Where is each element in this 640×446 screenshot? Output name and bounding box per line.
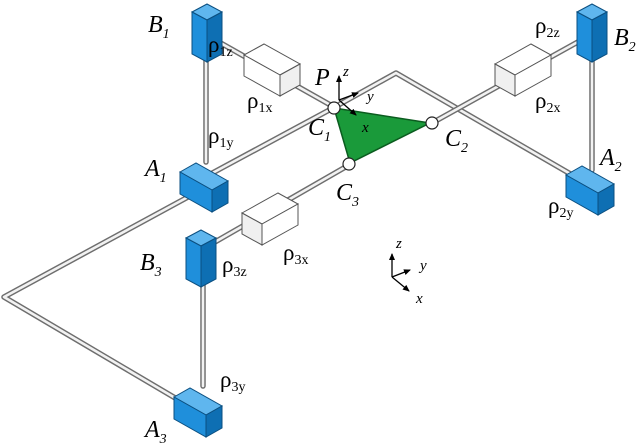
platform-y-label: y — [365, 89, 374, 105]
joint-c3-circle — [342, 157, 356, 171]
label-c1: C1 — [308, 115, 331, 145]
platform-z-label: z — [342, 64, 349, 80]
label-c3: C3 — [336, 180, 359, 210]
label-a1: A1 — [143, 156, 167, 186]
joint-c2-circle — [425, 116, 439, 130]
actuator-block-a1 — [178, 162, 230, 213]
label-b1: B1 — [148, 12, 170, 42]
actuator-block-a2 — [564, 165, 616, 216]
actuator-block-b2 — [575, 3, 609, 63]
label-a2: A2 — [598, 145, 622, 175]
label-rho-3y: ρ3y — [220, 367, 245, 395]
actuator-block-b1 — [190, 3, 224, 63]
label-rho-1y: ρ1y — [208, 123, 233, 151]
base-x-arrow — [391, 276, 410, 292]
label-rho-1z: ρ1z — [208, 32, 233, 60]
label-rho-2z: ρ2z — [535, 13, 560, 41]
label-a3: A3 — [143, 417, 167, 446]
label-rho-2y: ρ2y — [548, 193, 573, 221]
label-rho-3x: ρ3x — [283, 240, 308, 268]
label-rho-3z: ρ3z — [222, 252, 247, 280]
platform-frame — [336, 75, 359, 116]
prismatic-box-rho1x — [242, 43, 302, 97]
label-rho-1x: ρ1x — [247, 88, 272, 116]
base-y-arrow — [391, 269, 411, 278]
prismatic-box-rho2x — [493, 43, 553, 97]
label-rho-2x: ρ2x — [535, 88, 560, 116]
base-x-label: x — [415, 291, 423, 307]
label-b3: B3 — [140, 250, 162, 280]
platform-x-label: x — [361, 120, 369, 136]
label-b2: B2 — [614, 25, 636, 55]
platform-x-arrow — [338, 99, 357, 116]
label-c2: C2 — [445, 126, 468, 156]
platform-y-arrow — [338, 92, 359, 101]
base-frame — [389, 253, 411, 292]
base-y-label: y — [418, 258, 427, 274]
actuator-block-b3 — [184, 229, 218, 288]
moving-platform — [332, 107, 433, 165]
base-z-label: z — [395, 236, 402, 252]
label-p: P — [314, 65, 330, 91]
joint-c1-circle — [327, 101, 341, 115]
prismatic-box-rho3x — [240, 192, 300, 246]
actuator-block-a3 — [172, 387, 224, 438]
